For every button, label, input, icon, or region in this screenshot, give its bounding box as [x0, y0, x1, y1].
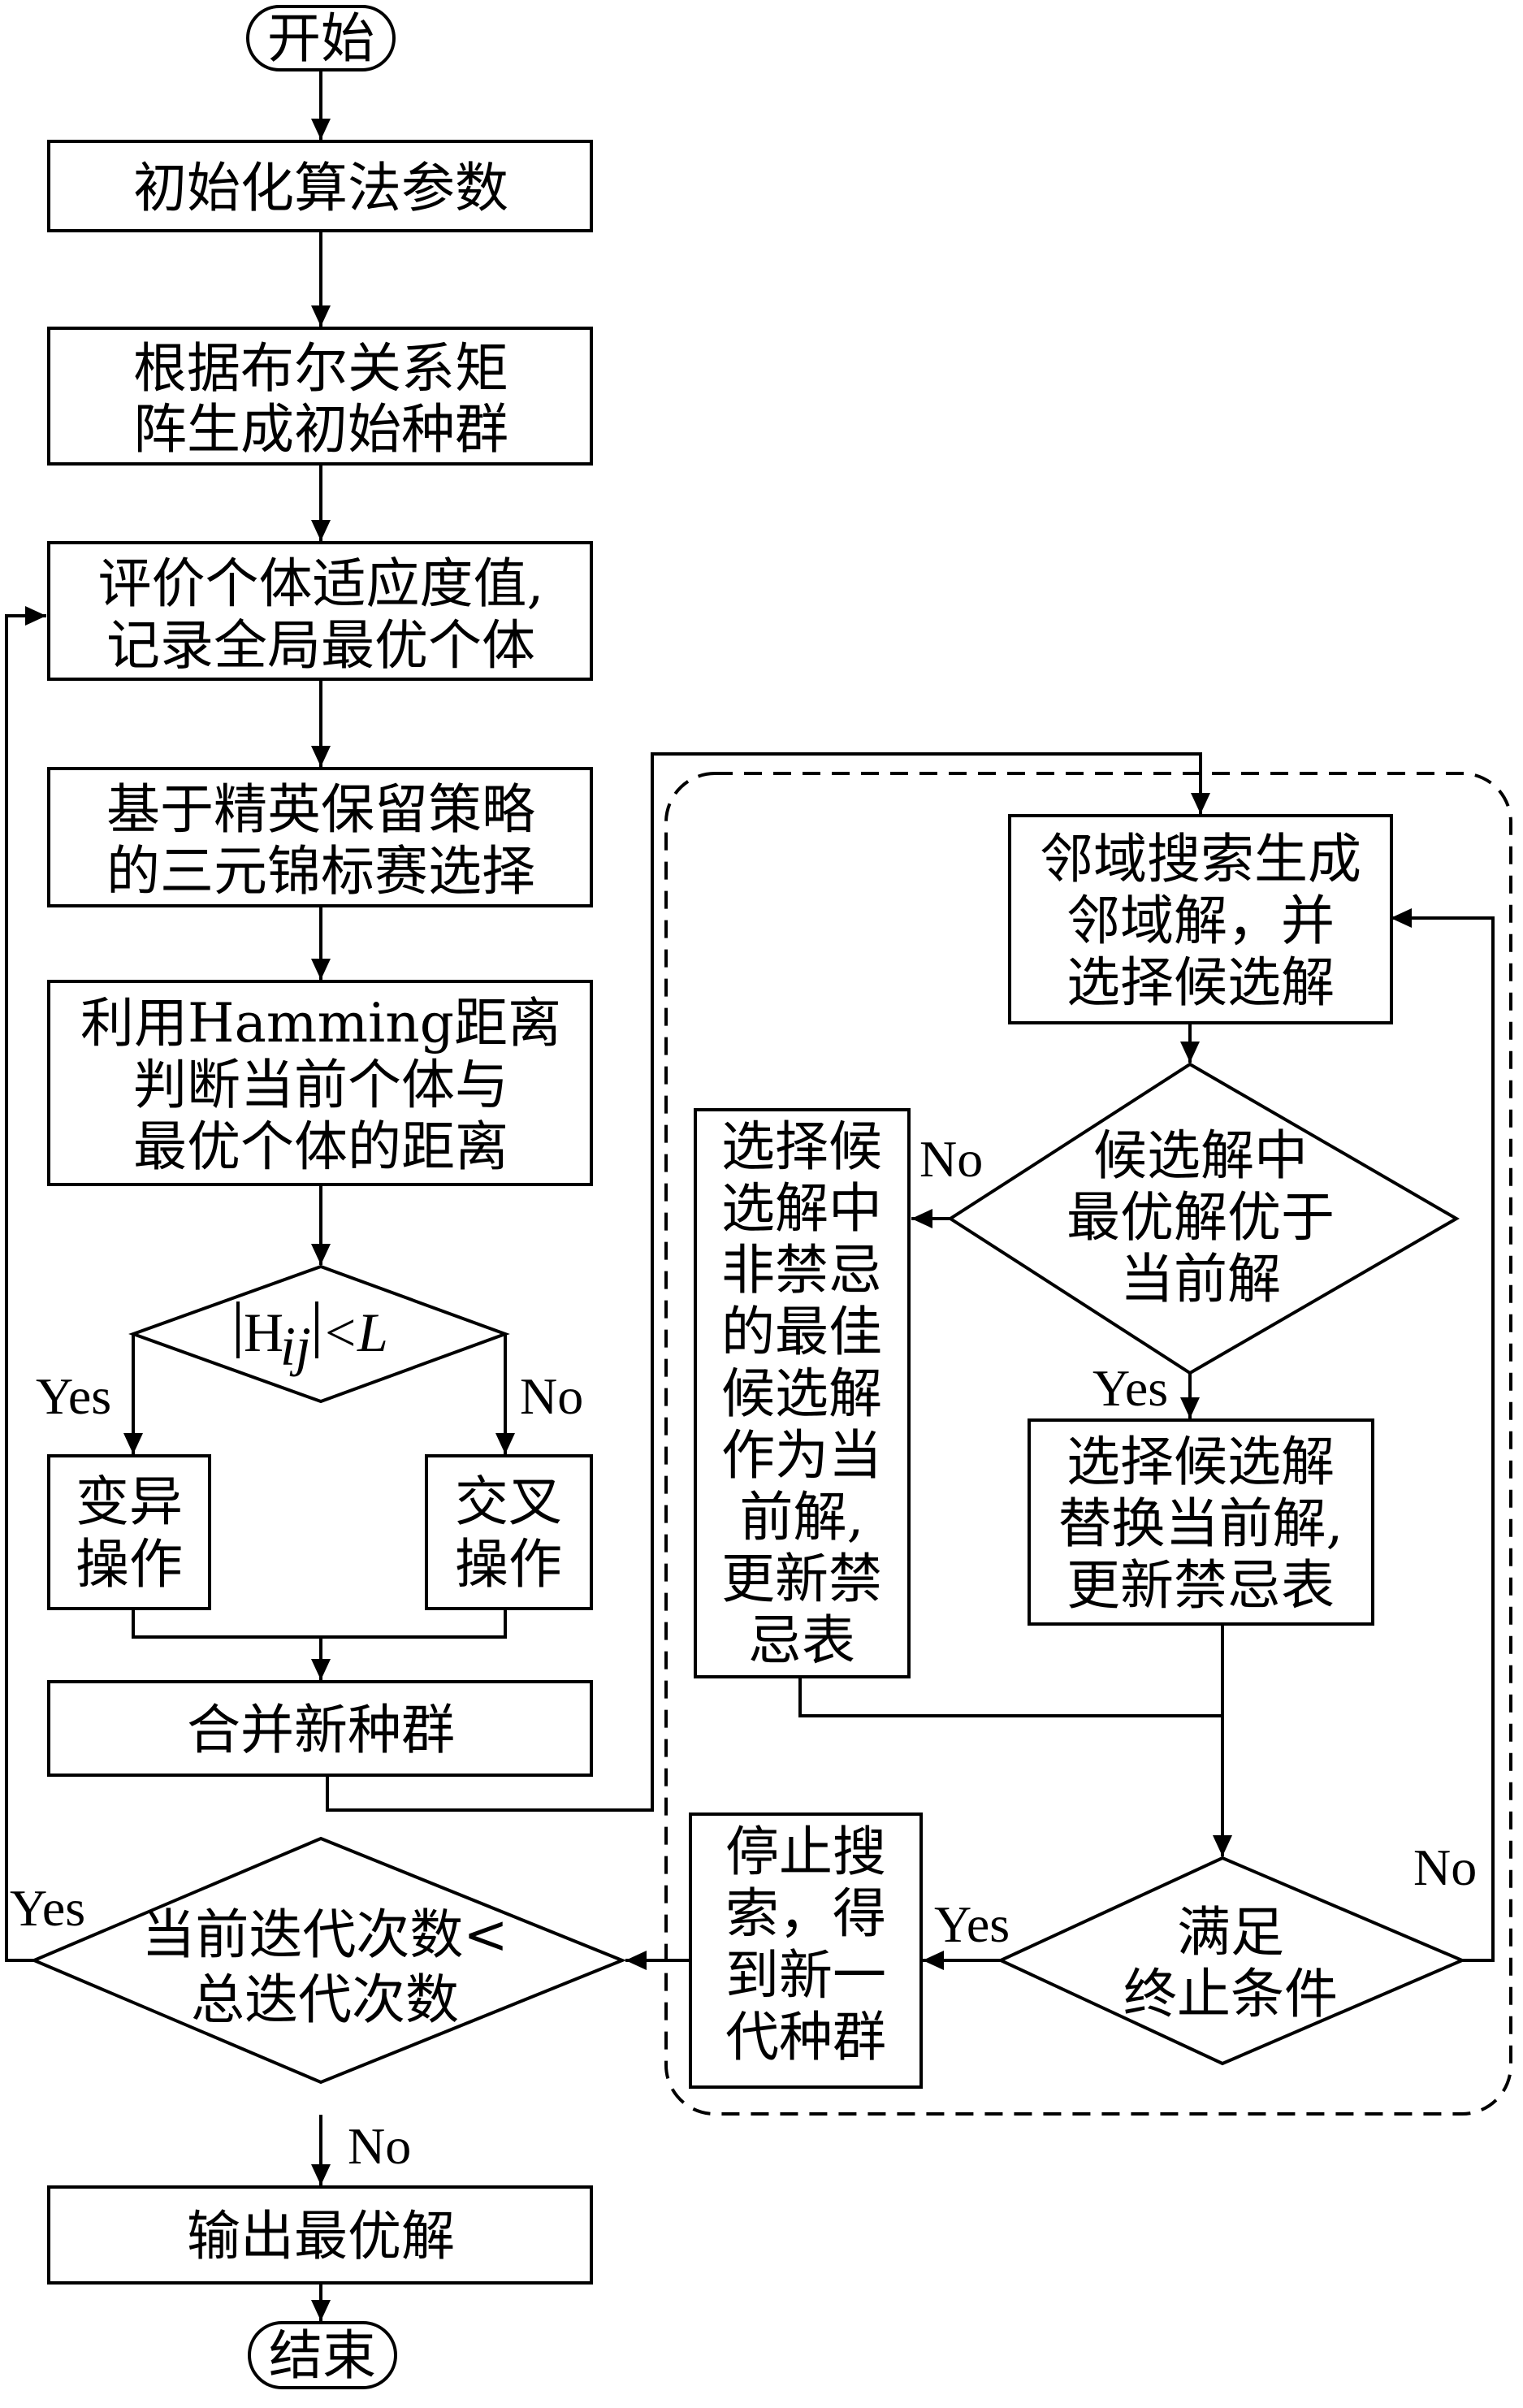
- svg-text:满足: 满足: [1177, 1901, 1284, 1964]
- yes-label-iteration: Yes: [10, 1879, 85, 1937]
- svg-text:利用Hamming距离: 利用Hamming距离: [80, 992, 561, 1055]
- connectors-tabu: [625, 772, 1512, 2116]
- svg-text:选解中: 选解中: [721, 1177, 882, 1240]
- svg-text:前解,: 前解,: [740, 1486, 864, 1548]
- svg-text:索，得: 索，得: [725, 1882, 886, 1945]
- output-best-box: 输出最优解: [47, 2185, 593, 2285]
- merge-population-box: 合并新种群: [47, 1680, 593, 1777]
- svg-text:<: <: [325, 1301, 356, 1363]
- svg-text:评价个体适应度值,: 评价个体适应度值,: [98, 552, 544, 615]
- iteration-check-diamond: 当前迭代次数< 总迭代次数: [29, 1836, 627, 2085]
- svg-text:交叉: 交叉: [455, 1470, 562, 1533]
- svg-text:作为当: 作为当: [721, 1424, 882, 1487]
- candidate-better-diamond: 候选解中 最优解优于 当前解: [947, 1062, 1460, 1375]
- svg-text:变异: 变异: [76, 1470, 183, 1533]
- svg-text:终止条件: 终止条件: [1123, 1963, 1338, 2025]
- svg-text:邻域解，并: 邻域解，并: [1067, 890, 1335, 952]
- no-label-hamming: No: [520, 1367, 583, 1425]
- init-params-box: 初始化算法参数: [47, 140, 593, 232]
- svg-text:停止搜: 停止搜: [725, 1821, 886, 1883]
- svg-text:最优解优于: 最优解优于: [1067, 1186, 1335, 1249]
- svg-text:当前迭代次数<: 当前迭代次数<: [141, 1903, 508, 1966]
- crossover-box: 交叉 操作: [425, 1454, 593, 1610]
- yes-label-candidate: Yes: [1092, 1359, 1168, 1417]
- stop-search-box: 停止搜 索，得 到新一 代种群: [689, 1812, 923, 2089]
- svg-text:输出最优解: 输出最优解: [187, 2205, 455, 2267]
- svg-text:更新禁忌表: 更新禁忌表: [1067, 1554, 1335, 1617]
- svg-text:候选解中: 候选解中: [1093, 1124, 1308, 1187]
- svg-text:初始化算法参数: 初始化算法参数: [133, 157, 508, 219]
- svg-text:选择候选解: 选择候选解: [1067, 951, 1335, 1014]
- svg-text:最优个体的距离: 最优个体的距离: [133, 1115, 508, 1178]
- no-label-iteration: No: [348, 2117, 411, 2175]
- svg-text:基于精英保留策略: 基于精英保留策略: [106, 778, 535, 841]
- non-tabu-best-box: 选择候 选解中 非禁忌 的最佳 候选解 作为当 前解, 更新禁 忌表: [694, 1108, 911, 1678]
- svg-text:的最佳: 的最佳: [721, 1301, 882, 1363]
- yes-label-termination: Yes: [934, 1895, 1010, 1953]
- svg-text:H: H: [244, 1301, 283, 1363]
- generate-population-box: 根据布尔关系矩 阵生成初始种群: [47, 327, 593, 466]
- end-node: 结束: [248, 2321, 397, 2389]
- svg-text:ij: ij: [280, 1315, 311, 1377]
- svg-text:判断当前个体与: 判断当前个体与: [133, 1054, 508, 1116]
- svg-text:根据布尔关系矩: 根据布尔关系矩: [133, 337, 508, 400]
- svg-text:忌表: 忌表: [748, 1609, 855, 1672]
- svg-text:合并新种群: 合并新种群: [187, 1699, 455, 1761]
- svg-text:操作: 操作: [76, 1533, 183, 1596]
- tournament-selection-box: 基于精英保留策略 的三元锦标赛选择: [47, 767, 593, 907]
- svg-text:更新禁: 更新禁: [721, 1548, 882, 1610]
- svg-text:非禁忌: 非禁忌: [721, 1239, 882, 1301]
- hamming-condition-diamond: H ij < L: [128, 1264, 510, 1404]
- svg-text:选择候选解: 选择候选解: [1067, 1431, 1335, 1493]
- hamming-distance-box: 利用Hamming距离 判断当前个体与 最优个体的距离: [47, 980, 593, 1186]
- neighborhood-search-box: 邻域搜索生成 邻域解，并 选择候选解: [1008, 814, 1393, 1024]
- svg-text:代种群: 代种群: [725, 2006, 886, 2068]
- termination-diamond: 满足 终止条件: [997, 1856, 1467, 2066]
- no-label-termination: No: [1413, 1838, 1477, 1896]
- svg-text:候选解: 候选解: [721, 1362, 882, 1425]
- yes-label-hamming: Yes: [36, 1367, 111, 1425]
- start-node: 开始: [246, 5, 396, 71]
- no-label-candidate: No: [919, 1130, 983, 1188]
- svg-text:邻域搜索生成: 邻域搜索生成: [1040, 828, 1361, 890]
- svg-text:操作: 操作: [455, 1533, 562, 1596]
- svg-text:阵生成初始种群: 阵生成初始种群: [133, 398, 508, 461]
- svg-text:替换当前解,: 替换当前解,: [1058, 1492, 1343, 1555]
- start-label: 开始: [267, 7, 374, 70]
- svg-text:的三元锦标赛选择: 的三元锦标赛选择: [106, 840, 535, 903]
- replace-current-box: 选择候选解 替换当前解, 更新禁忌表: [1028, 1418, 1374, 1626]
- svg-text:记录全局最优个体: 记录全局最优个体: [106, 614, 535, 677]
- svg-text:总迭代次数: 总迭代次数: [191, 1968, 459, 2031]
- end-label: 结束: [269, 2324, 376, 2387]
- mutation-box: 变异 操作: [47, 1454, 211, 1610]
- svg-text:L: L: [357, 1301, 388, 1363]
- svg-text:到新一: 到新一: [725, 1944, 886, 2007]
- evaluate-fitness-box: 评价个体适应度值, 记录全局最优个体: [47, 541, 593, 681]
- svg-text:选择候: 选择候: [721, 1115, 882, 1178]
- tabu-search-region: [664, 772, 1512, 2116]
- connectors-main: [5, 70, 1210, 2321]
- svg-text:当前解: 当前解: [1120, 1248, 1281, 1310]
